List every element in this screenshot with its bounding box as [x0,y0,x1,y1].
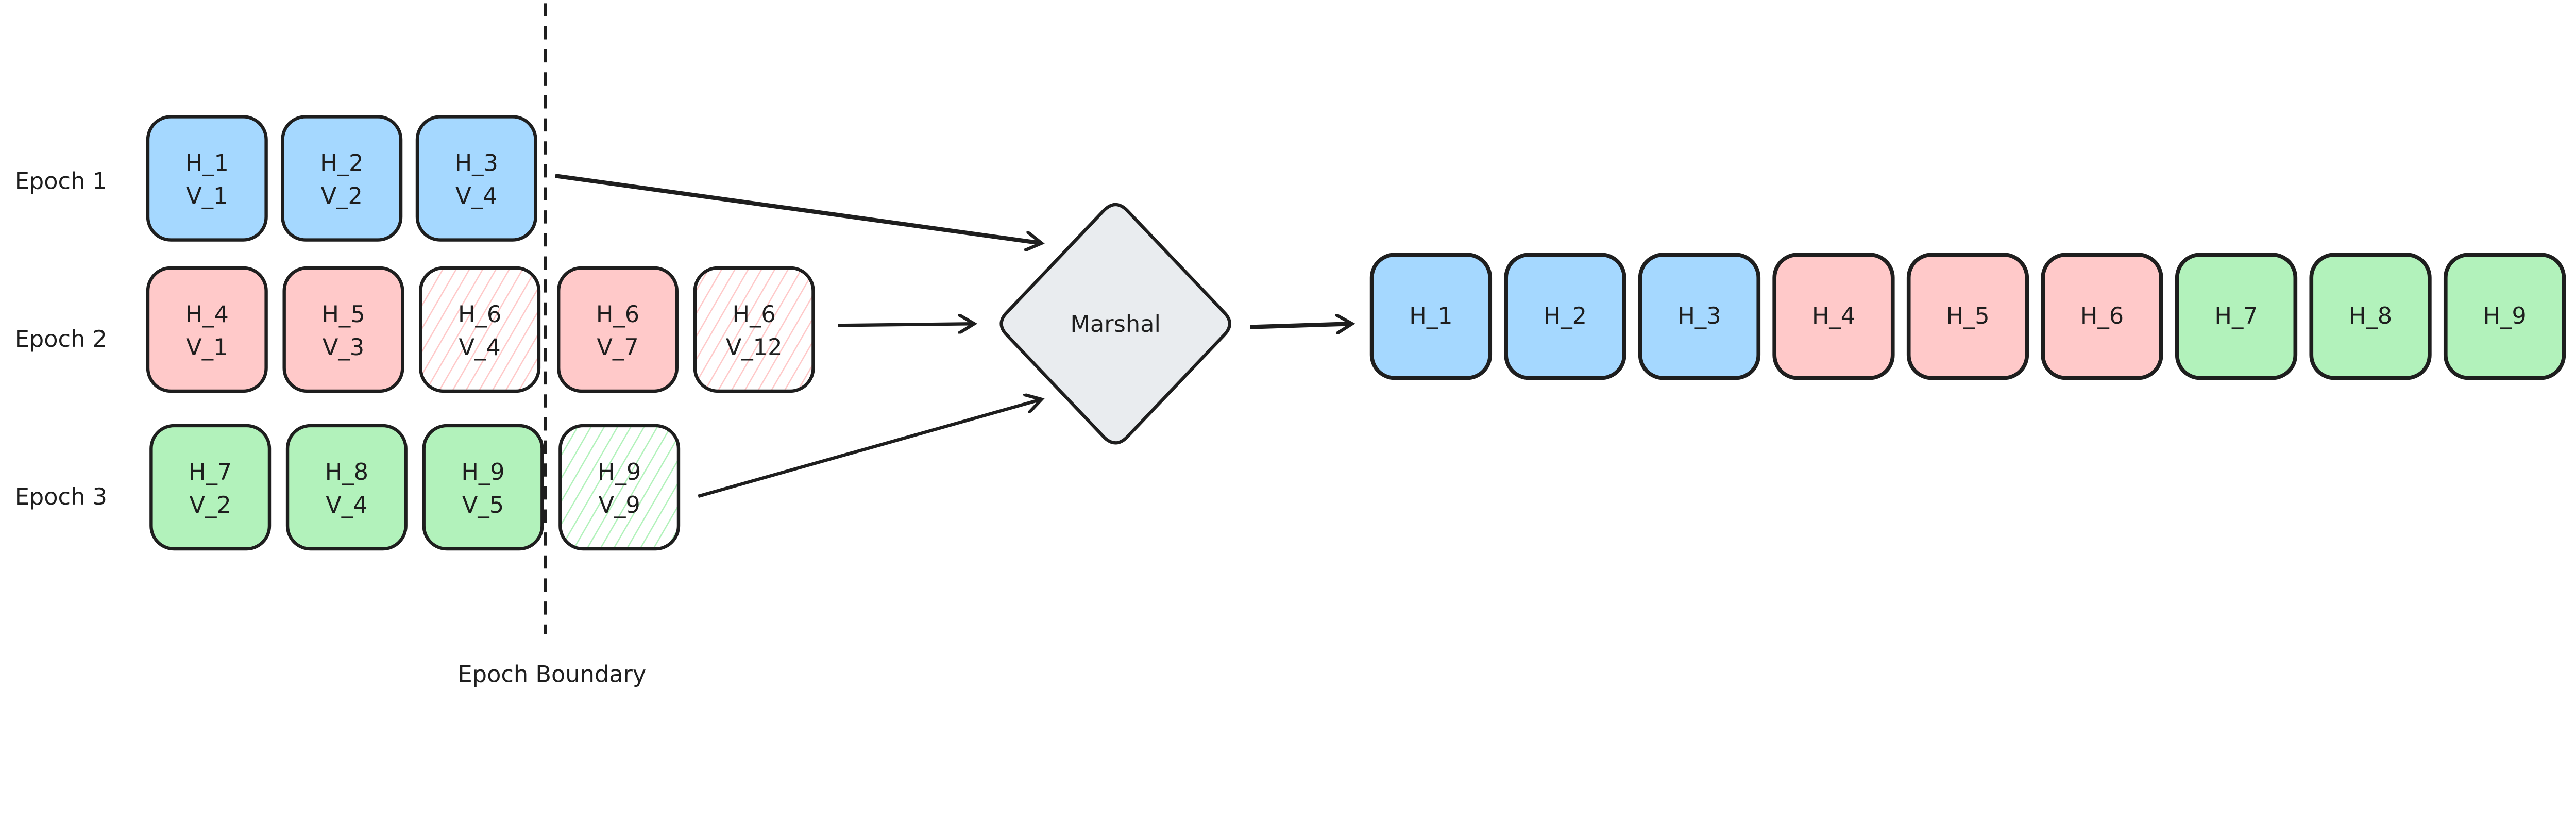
epoch-row: Epoch 1H_1V_1H_2V_2H_3V_4 [15,115,537,242]
output-box: H_5 [1906,253,2029,380]
box-h-label: H_4 [185,301,229,328]
version-box: H_1V_1 [146,115,268,242]
box-v-label: V_3 [323,334,364,361]
version-box: H_6V_7 [557,266,679,393]
box-v-label: V_2 [321,182,363,209]
box-shape [2175,253,2298,380]
output-box-label: H_2 [1544,303,1587,329]
output-box-label: H_8 [2349,303,2392,329]
box-h-label: H_3 [455,150,498,177]
version-box: H_3V_4 [415,115,537,242]
box-v-label: V_1 [186,182,228,209]
box-shape [1504,253,1626,380]
output-box: H_9 [2443,253,2566,380]
box-shape [558,424,681,551]
box-v-label: V_9 [599,492,640,518]
output-box: H_8 [2309,253,2432,380]
version-box: H_8V_4 [285,424,408,551]
epoch-label: Epoch 1 [15,168,107,195]
arrow-marshal-to-output [1250,324,1352,327]
hatched-version-box: H_9V_9 [558,424,681,551]
box-h-label: H_6 [458,301,501,328]
box-h-label: H_9 [461,459,504,485]
version-box: H_5V_3 [282,266,404,393]
output-box-label: H_6 [2080,303,2124,329]
output-box-label: H_9 [2483,303,2526,329]
box-shape [2309,253,2432,380]
box-v-label: V_7 [597,334,638,361]
hatched-version-box: H_6V_12 [693,266,815,393]
box-shape [1638,253,1761,380]
arrow-epoch2-to-marshal [838,324,974,325]
box-shape [1772,253,1895,380]
box-h-label: H_7 [189,459,232,485]
output-box-label: H_5 [1946,303,1989,329]
box-shape [282,266,404,393]
box-shape [422,424,544,551]
box-shape [2041,253,2163,380]
box-h-label: H_8 [325,459,368,485]
epoch-label: Epoch 2 [15,326,107,353]
box-shape [1369,253,1493,380]
version-box: H_7V_2 [149,424,272,551]
box-v-label: V_4 [326,492,367,518]
box-shape [2443,253,2566,380]
box-v-label: V_4 [459,334,501,361]
output-box: H_7 [2175,253,2298,380]
box-v-label: V_12 [726,334,783,361]
box-h-label: H_5 [321,301,365,328]
version-box: H_2V_2 [281,115,403,242]
hatched-version-box: H_6V_4 [419,266,541,393]
box-h-label: H_1 [185,150,229,177]
box-shape [415,115,537,242]
output-sequence: H_1 H_2 H_3 H_4 H_5 H_6 H_7 H_8 H_9 [1369,253,2566,380]
box-shape [149,424,272,551]
box-h-label: H_6 [596,301,639,328]
output-box-label: H_7 [2214,303,2258,329]
output-box-label: H_3 [1677,303,1721,329]
box-h-label: H_2 [320,150,363,177]
box-shape [146,266,268,393]
version-box: H_4V_1 [146,266,268,393]
marshal-label: Marshal [1070,311,1160,338]
epoch-row: Epoch 2H_4V_1H_5V_3H_6V_4H_6V_7H_6V_12 [15,266,815,393]
arrow-epoch1-to-marshal [555,174,1042,243]
version-box: H_9V_5 [422,424,544,551]
output-box-label: H_1 [1409,303,1452,329]
box-v-label: V_2 [190,492,231,518]
output-box: H_6 [2041,253,2163,380]
epoch-row: Epoch 3H_7V_2H_8V_4H_9V_5H_9V_9 [15,424,681,551]
epoch-marshal-diagram: Epoch Boundary Epoch 1H_1V_1H_2V_2H_3V_4… [15,3,2566,687]
output-box: H_1 [1369,253,1493,380]
box-shape [693,266,815,393]
box-v-label: V_4 [455,182,497,209]
box-shape [1906,253,2029,380]
box-shape [557,266,679,393]
box-v-label: V_5 [462,492,504,518]
output-box-label: H_4 [1812,303,1855,329]
box-shape [419,266,541,393]
marshal-diamond [999,203,1231,445]
box-shape [285,424,408,551]
box-h-label: H_6 [733,301,776,328]
output-box: H_4 [1772,253,1895,380]
box-shape [281,115,403,242]
arrow-epoch3-to-marshal [698,399,1041,498]
output-box: H_2 [1504,253,1626,380]
epoch-boundary-label: Epoch Boundary [458,661,647,687]
box-h-label: H_9 [598,459,641,485]
output-box: H_3 [1638,253,1761,380]
box-v-label: V_1 [186,334,228,361]
box-shape [146,115,268,242]
epoch-label: Epoch 3 [15,483,107,510]
